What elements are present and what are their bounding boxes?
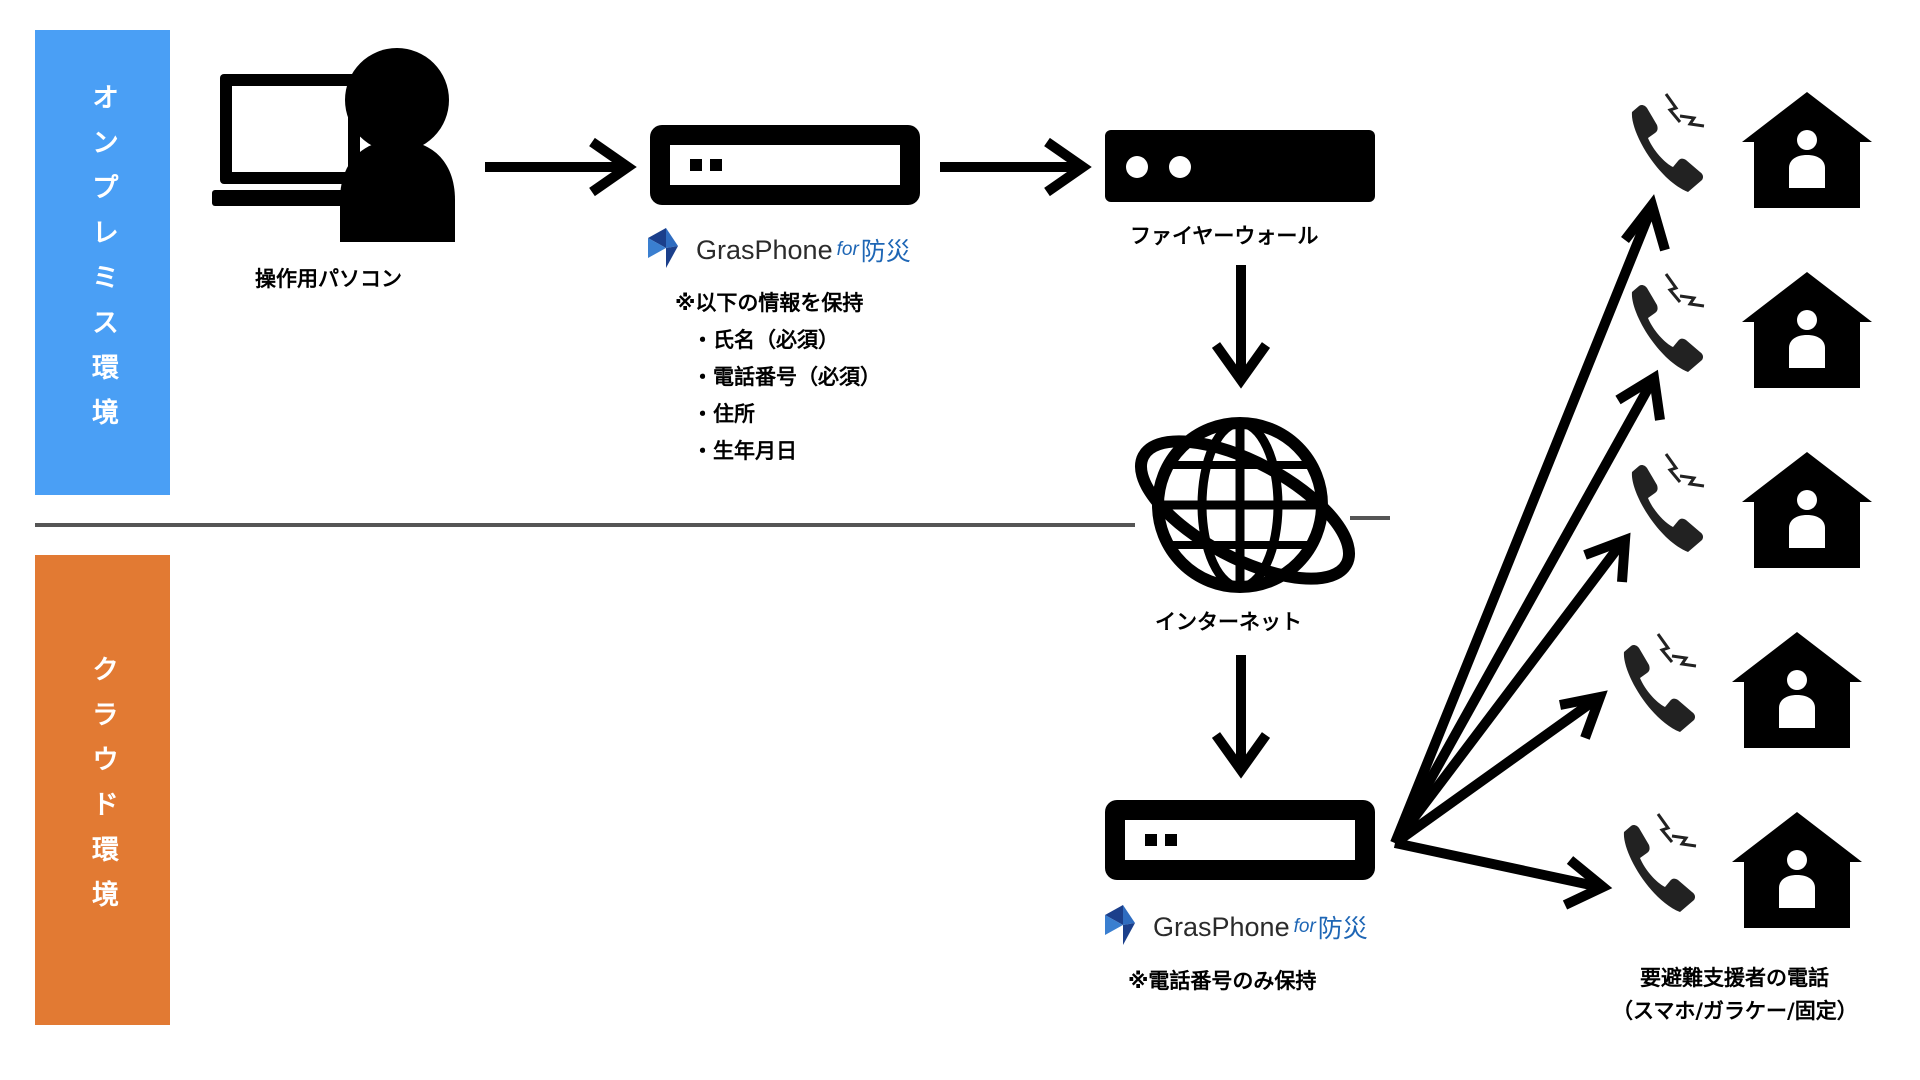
info-item-phone: ・電話番号（必須） — [692, 365, 881, 389]
info-item-name: ・氏名（必須） — [692, 328, 839, 352]
house-person-icon — [1742, 452, 1872, 568]
operator-pc-label: 操作用パソコン — [255, 267, 402, 291]
house-person-icon — [1742, 92, 1872, 208]
server-onprem-icon — [650, 125, 920, 205]
house-person-icon — [1732, 812, 1862, 928]
ringing-phone-icon — [1630, 272, 1706, 374]
info-item-birthdate: ・生年月日 — [692, 439, 797, 463]
onprem-info-list: ・氏名（必須） ・電話番号（必須） ・住所 ・生年月日 — [692, 322, 881, 470]
logo-for: for — [836, 239, 859, 260]
internet-label: インターネット — [1155, 610, 1302, 634]
house-person-icon — [1742, 272, 1872, 388]
logo-for: for — [1293, 916, 1316, 937]
ringing-phone-icon — [1622, 632, 1698, 734]
server-cloud-icon — [1105, 800, 1375, 880]
graphphone-logo-mark-cloud — [1105, 905, 1135, 945]
graphphone-logo-mark-onprem — [648, 228, 678, 268]
firewall-icon — [1105, 130, 1375, 202]
onprem-info-note: ※以下の情報を保持 — [675, 291, 864, 315]
logo-product: 防災 — [1317, 914, 1368, 943]
arrow-internet-to-cloud-server — [1211, 655, 1271, 779]
globe-icon — [1134, 417, 1356, 593]
zone-on-premise-label: オンプレミス環境 — [87, 82, 118, 443]
recipient-5 — [1622, 812, 1862, 928]
recipient-1 — [1630, 92, 1872, 208]
arrow-pc-to-server — [485, 137, 637, 197]
cloud-info-note: ※電話番号のみ保持 — [1128, 969, 1317, 993]
logo-brand: GrasPhone — [696, 234, 833, 265]
recipient-4 — [1622, 632, 1862, 748]
info-item-address: ・住所 — [692, 402, 755, 426]
arrow-server-to-firewall — [940, 137, 1092, 197]
ringing-phone-icon — [1630, 92, 1706, 194]
recipient-3 — [1630, 452, 1872, 568]
house-person-icon — [1732, 632, 1862, 748]
firewall-label: ファイヤーウォール — [1130, 224, 1319, 248]
logo-product: 防災 — [860, 237, 911, 266]
zone-cloud: クラウド環境 — [35, 555, 170, 1025]
arrow-firewall-to-internet — [1211, 265, 1271, 389]
arrows-to-recipients — [1390, 194, 1670, 910]
graphphone-logo-onprem: GrasPhone for 防災 — [688, 232, 911, 268]
ringing-phone-icon — [1622, 812, 1698, 914]
graphphone-logo-cloud: GrasPhone for 防災 — [1145, 909, 1368, 945]
recipient-2 — [1630, 272, 1872, 388]
recipients-label-line1: 要避難支援者の電話 — [1640, 966, 1829, 990]
logo-brand: GrasPhone — [1153, 911, 1290, 942]
recipients-label-line2: （スマホ/ガラケー/固定） — [1612, 999, 1858, 1023]
zone-on-premise: オンプレミス環境 — [35, 30, 170, 495]
laptop-user-icon — [212, 48, 455, 242]
zone-cloud-label: クラウド環境 — [87, 655, 118, 925]
ringing-phone-icon — [1630, 452, 1706, 554]
